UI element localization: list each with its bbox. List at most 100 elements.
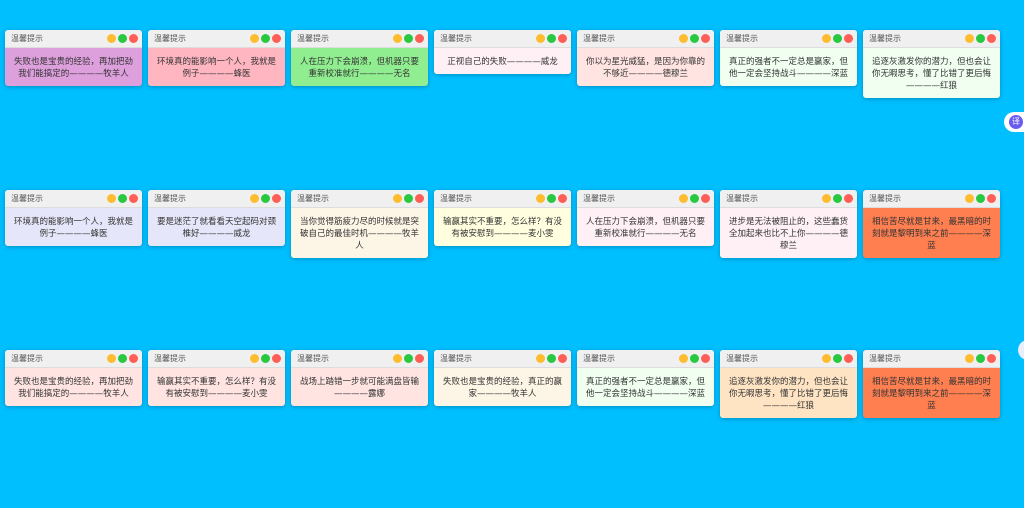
maximize-button[interactable] bbox=[404, 194, 413, 203]
title-bar[interactable]: 温馨提示 bbox=[148, 350, 285, 368]
popup-window[interactable]: 温馨提示人在压力下会崩溃，但机器只要重新校准就行————无名 bbox=[291, 30, 428, 86]
minimize-button[interactable] bbox=[679, 194, 688, 203]
minimize-button[interactable] bbox=[965, 194, 974, 203]
close-button[interactable] bbox=[701, 34, 710, 43]
popup-window[interactable]: 温馨提示失败也是宝贵的经验，真正的赢家————牧羊人 bbox=[434, 350, 571, 406]
side-handle[interactable] bbox=[1018, 340, 1024, 360]
close-button[interactable] bbox=[129, 354, 138, 363]
popup-window[interactable]: 温馨提示真正的强者不一定总是赢家，但他一定会坚持战斗————深蓝 bbox=[720, 30, 857, 86]
title-bar[interactable]: 温馨提示 bbox=[720, 30, 857, 48]
popup-window[interactable]: 温馨提示相信苦尽就是甘来，最黑暗的时刻就是黎明到来之前————深蓝 bbox=[863, 190, 1000, 258]
close-button[interactable] bbox=[415, 354, 424, 363]
close-button[interactable] bbox=[844, 34, 853, 43]
minimize-button[interactable] bbox=[965, 354, 974, 363]
title-bar[interactable]: 温馨提示 bbox=[720, 350, 857, 368]
close-button[interactable] bbox=[558, 194, 567, 203]
maximize-button[interactable] bbox=[404, 34, 413, 43]
minimize-button[interactable] bbox=[679, 354, 688, 363]
translate-icon[interactable]: 译 bbox=[1009, 115, 1023, 129]
minimize-button[interactable] bbox=[822, 34, 831, 43]
maximize-button[interactable] bbox=[118, 194, 127, 203]
maximize-button[interactable] bbox=[261, 194, 270, 203]
maximize-button[interactable] bbox=[833, 354, 842, 363]
popup-window[interactable]: 温馨提示真正的强者不一定总是赢家，但他一定会坚持战斗————深蓝 bbox=[577, 350, 714, 406]
title-bar[interactable]: 温馨提示 bbox=[5, 30, 142, 48]
title-bar[interactable]: 温馨提示 bbox=[5, 350, 142, 368]
popup-window[interactable]: 温馨提示输赢其实不重要，怎么样？有没有被安慰到————麦小雯 bbox=[148, 350, 285, 406]
minimize-button[interactable] bbox=[536, 34, 545, 43]
maximize-button[interactable] bbox=[690, 354, 699, 363]
close-button[interactable] bbox=[272, 354, 281, 363]
minimize-button[interactable] bbox=[965, 34, 974, 43]
title-bar[interactable]: 温馨提示 bbox=[148, 30, 285, 48]
title-bar[interactable]: 温馨提示 bbox=[291, 30, 428, 48]
maximize-button[interactable] bbox=[976, 194, 985, 203]
popup-window[interactable]: 温馨提示追逐灰激发你的潜力，但也会让你无暇思考，懂了比错了更后悔————红狼 bbox=[720, 350, 857, 418]
maximize-button[interactable] bbox=[261, 34, 270, 43]
title-bar[interactable]: 温馨提示 bbox=[577, 350, 714, 368]
maximize-button[interactable] bbox=[118, 34, 127, 43]
title-bar[interactable]: 温馨提示 bbox=[148, 190, 285, 208]
popup-window[interactable]: 温馨提示战场上踏错一步就可能满盘皆输————露娜 bbox=[291, 350, 428, 406]
close-button[interactable] bbox=[844, 354, 853, 363]
title-bar[interactable]: 温馨提示 bbox=[863, 190, 1000, 208]
minimize-button[interactable] bbox=[250, 34, 259, 43]
title-bar[interactable]: 温馨提示 bbox=[577, 30, 714, 48]
maximize-button[interactable] bbox=[833, 34, 842, 43]
popup-window[interactable]: 温馨提示追逐灰激发你的潜力，但也会让你无暇思考，懂了比错了更后悔————红狼 bbox=[863, 30, 1000, 98]
maximize-button[interactable] bbox=[833, 194, 842, 203]
minimize-button[interactable] bbox=[107, 194, 116, 203]
maximize-button[interactable] bbox=[547, 34, 556, 43]
maximize-button[interactable] bbox=[261, 354, 270, 363]
maximize-button[interactable] bbox=[976, 34, 985, 43]
title-bar[interactable]: 温馨提示 bbox=[863, 350, 1000, 368]
popup-window[interactable]: 温馨提示当你觉得筋疲力尽的时候就是突破自己的最佳时机————牧羊人 bbox=[291, 190, 428, 258]
popup-window[interactable]: 温馨提示失败也是宝贵的经验，再加把劲我们能搞定的————牧羊人 bbox=[5, 350, 142, 406]
popup-window[interactable]: 温馨提示进步是无法被阻止的，这些蠢货全加起来也比不上你————德穆兰 bbox=[720, 190, 857, 258]
popup-window[interactable]: 温馨提示失败也是宝贵的经验，再加把劲我们能搞定的————牧羊人 bbox=[5, 30, 142, 86]
minimize-button[interactable] bbox=[822, 194, 831, 203]
popup-window[interactable]: 温馨提示输赢其实不重要，怎么样？有没有被安慰到————麦小雯 bbox=[434, 190, 571, 246]
maximize-button[interactable] bbox=[547, 354, 556, 363]
minimize-button[interactable] bbox=[536, 194, 545, 203]
minimize-button[interactable] bbox=[393, 354, 402, 363]
translate-widget[interactable]: 译 bbox=[1004, 112, 1024, 132]
popup-window[interactable]: 温馨提示环境真的能影响一个人，我就是例子————蜂医 bbox=[5, 190, 142, 246]
title-bar[interactable]: 温馨提示 bbox=[863, 30, 1000, 48]
close-button[interactable] bbox=[415, 194, 424, 203]
title-bar[interactable]: 温馨提示 bbox=[291, 350, 428, 368]
close-button[interactable] bbox=[987, 194, 996, 203]
minimize-button[interactable] bbox=[250, 354, 259, 363]
minimize-button[interactable] bbox=[107, 34, 116, 43]
close-button[interactable] bbox=[558, 354, 567, 363]
minimize-button[interactable] bbox=[393, 34, 402, 43]
minimize-button[interactable] bbox=[393, 194, 402, 203]
close-button[interactable] bbox=[272, 34, 281, 43]
minimize-button[interactable] bbox=[250, 194, 259, 203]
maximize-button[interactable] bbox=[690, 34, 699, 43]
close-button[interactable] bbox=[987, 354, 996, 363]
title-bar[interactable]: 温馨提示 bbox=[291, 190, 428, 208]
close-button[interactable] bbox=[272, 194, 281, 203]
title-bar[interactable]: 温馨提示 bbox=[434, 190, 571, 208]
close-button[interactable] bbox=[558, 34, 567, 43]
close-button[interactable] bbox=[129, 194, 138, 203]
close-button[interactable] bbox=[415, 34, 424, 43]
close-button[interactable] bbox=[987, 34, 996, 43]
popup-window[interactable]: 温馨提示你以为星光威猛，是因为你靠的不够近————德穆兰 bbox=[577, 30, 714, 86]
close-button[interactable] bbox=[701, 194, 710, 203]
title-bar[interactable]: 温馨提示 bbox=[720, 190, 857, 208]
popup-window[interactable]: 温馨提示环境真的能影响一个人，我就是例子————蜂医 bbox=[148, 30, 285, 86]
maximize-button[interactable] bbox=[547, 194, 556, 203]
minimize-button[interactable] bbox=[679, 34, 688, 43]
popup-window[interactable]: 温馨提示相信苦尽就是甘来，最黑暗的时刻就是黎明到来之前————深蓝 bbox=[863, 350, 1000, 418]
minimize-button[interactable] bbox=[822, 354, 831, 363]
close-button[interactable] bbox=[129, 34, 138, 43]
maximize-button[interactable] bbox=[976, 354, 985, 363]
title-bar[interactable]: 温馨提示 bbox=[5, 190, 142, 208]
maximize-button[interactable] bbox=[690, 194, 699, 203]
title-bar[interactable]: 温馨提示 bbox=[434, 30, 571, 48]
close-button[interactable] bbox=[844, 194, 853, 203]
maximize-button[interactable] bbox=[404, 354, 413, 363]
maximize-button[interactable] bbox=[118, 354, 127, 363]
